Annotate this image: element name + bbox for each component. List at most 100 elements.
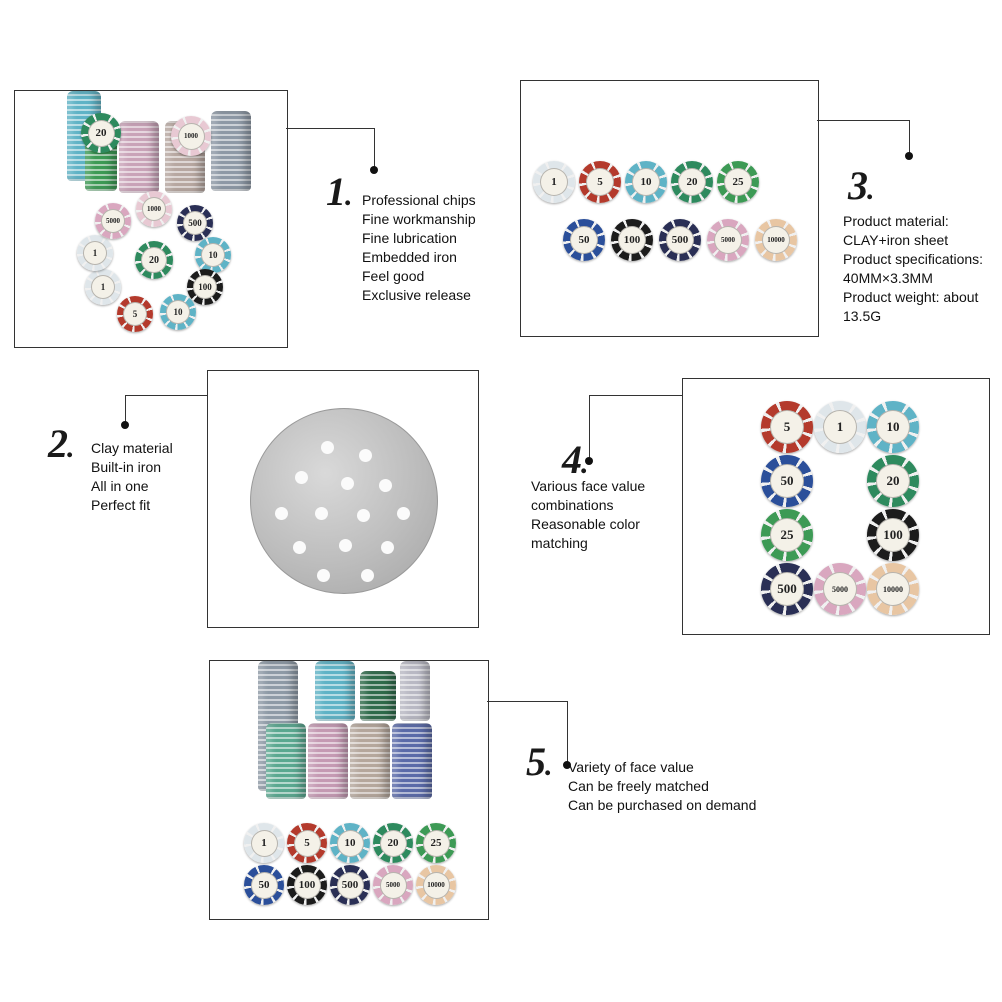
section-5-text: Variety of face value Can be freely matc… [568, 759, 757, 813]
chip-value-label: 5 [586, 168, 614, 196]
poker-chip: 5000 [814, 563, 866, 615]
poker-chip: 1000 [136, 191, 172, 227]
chip-value-label: 1 [823, 410, 857, 444]
poker-chip: 500 [659, 219, 701, 261]
chip-value-label: 10 [632, 168, 660, 196]
chip-value-label: 10000 [422, 871, 450, 899]
chip-value-label: 10 [336, 829, 364, 857]
chip-value-label: 5000 [379, 871, 407, 899]
poker-chip: 25 [761, 509, 813, 561]
poker-chip: 50 [761, 455, 813, 507]
connector-dot [121, 421, 129, 429]
poker-chip: 10 [160, 294, 196, 330]
poker-chip: 50 [563, 219, 605, 261]
section-3-text: Product material: CLAY+iron sheet Produc… [843, 213, 984, 324]
poker-chip: 25 [416, 823, 456, 863]
connector-line [487, 701, 567, 702]
connector-line [125, 395, 207, 396]
section-5-number: 5 [526, 738, 552, 785]
connector-line [817, 120, 909, 121]
disc-hole [295, 471, 308, 484]
poker-chip: 500 [761, 563, 813, 615]
disc-hole [275, 507, 288, 520]
chip-value-label: 10000 [876, 572, 910, 606]
disc-hole [341, 477, 354, 490]
disc-hole [339, 539, 352, 552]
poker-chip: 100 [287, 865, 327, 905]
poker-chip: 5000 [95, 203, 131, 239]
poker-chip: 1 [244, 823, 284, 863]
section-4-text: Various face value combinations Reasonab… [531, 478, 646, 551]
chip-value-label: 100 [193, 275, 217, 299]
chip-value-label: 100 [876, 518, 910, 552]
chip-value-label: 50 [570, 226, 598, 254]
poker-chip: 50 [244, 865, 284, 905]
section-2-text: Clay material Built-in iron All in one P… [91, 440, 173, 513]
connector-dot [585, 457, 593, 465]
disc-hole [317, 569, 330, 582]
disc-hole [359, 449, 372, 462]
poker-chip: 1 [85, 269, 121, 305]
disc-hole [397, 507, 410, 520]
poker-chip: 5000 [373, 865, 413, 905]
chip-value-label: 5 [123, 302, 147, 326]
chip-value-label: 10 [166, 300, 190, 324]
poker-chip: 10 [330, 823, 370, 863]
chip-value-label: 25 [422, 829, 450, 857]
chip-stack [350, 723, 390, 799]
disc-hole [361, 569, 374, 582]
poker-chip: 500 [177, 205, 213, 241]
poker-chip: 10 [625, 161, 667, 203]
poker-chip: 10 [195, 237, 231, 273]
poker-chip: 1 [533, 161, 575, 203]
chip-stack [119, 121, 159, 193]
chip-value-label: 20 [379, 829, 407, 857]
poker-chip: 10000 [755, 219, 797, 261]
panel-2-image [207, 370, 479, 628]
section-1-text: Professional chips Fine workmanship Fine… [362, 192, 476, 303]
chip-value-label: 1000 [142, 197, 166, 221]
chip-value-label: 10 [876, 410, 910, 444]
chip-value-label: 25 [770, 518, 804, 552]
poker-chip: 5 [579, 161, 621, 203]
chip-value-label: 50 [770, 464, 804, 498]
poker-chip: 500 [330, 865, 370, 905]
section-3-number: 3 [848, 162, 874, 209]
iron-sheet-disc [250, 408, 438, 594]
poker-chip: 20 [81, 113, 121, 153]
connector-dot [563, 761, 571, 769]
chip-value-label: 20 [141, 247, 167, 273]
section-1-number: 1 [326, 168, 352, 215]
chip-stack [211, 111, 251, 191]
section-2-number: 2 [48, 420, 74, 467]
chip-value-label: 100 [293, 871, 321, 899]
disc-hole [357, 509, 370, 522]
poker-chip: 20 [373, 823, 413, 863]
chip-value-label: 500 [183, 211, 207, 235]
chip-value-label: 1 [540, 168, 568, 196]
poker-chip: 5 [761, 401, 813, 453]
chip-value-label: 10000 [762, 226, 790, 254]
connector-line [125, 395, 126, 425]
poker-chip: 100 [187, 269, 223, 305]
connector-line [374, 128, 375, 170]
poker-chip: 100 [867, 509, 919, 561]
poker-chip: 5 [117, 296, 153, 332]
chip-value-label: 5000 [823, 572, 857, 606]
poker-chip: 5 [287, 823, 327, 863]
connector-line [286, 128, 374, 129]
poker-chip: 1 [814, 401, 866, 453]
chip-stack [266, 723, 306, 799]
poker-chip: 1 [77, 235, 113, 271]
chip-value-label: 500 [336, 871, 364, 899]
disc-hole [315, 507, 328, 520]
connector-line [567, 701, 568, 765]
chip-stack [360, 671, 396, 721]
disc-hole [381, 541, 394, 554]
chip-stack [400, 661, 430, 721]
chip-value-label: 20 [87, 119, 115, 147]
